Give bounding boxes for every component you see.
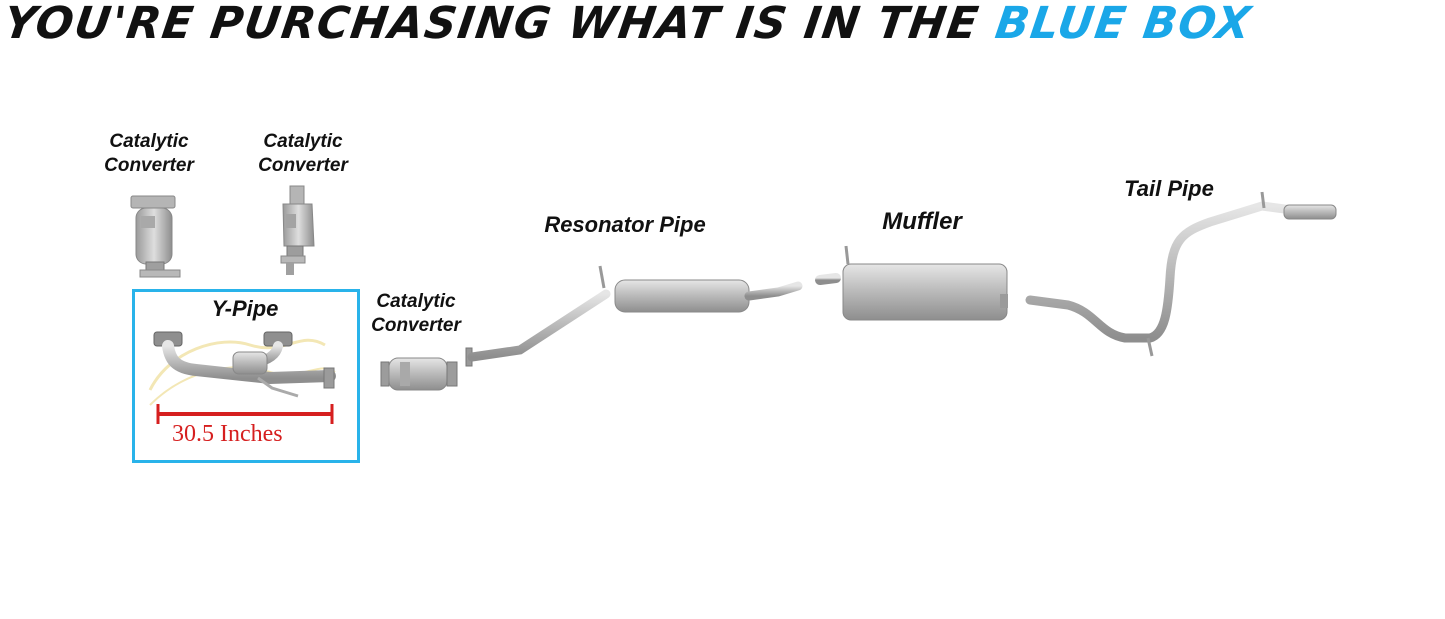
catalytic-converter-2-image [280,185,315,275]
tail-pipe-image [1025,191,1337,357]
catalytic-converter-1-label: Catalytic Converter [92,130,206,178]
tail-pipe-label: Tail Pipe [1124,176,1214,201]
resonator-pipe-label: Resonator Pipe [544,212,706,237]
catalytic-converter-2-line2: Converter [258,155,348,176]
y-pipe-image [148,331,336,406]
catalytic-converter-3-label: Catalytic Converter [359,290,473,338]
measurement-label: 30.5 Inches [172,421,283,447]
catalytic-converter-3-line1: Catalytic [376,291,456,312]
catalytic-converter-3-image [380,357,458,391]
catalytic-converter-1-line1: Catalytic [109,131,189,152]
catalytic-converter-1-line2: Converter [104,155,194,176]
muffler-label: Muffler [882,208,962,235]
muffler-image [815,245,1008,321]
catalytic-converter-3-line2: Converter [371,315,461,336]
catalytic-converter-2-line1: Catalytic [263,131,343,152]
catalytic-converter-2-label: Catalytic Converter [246,130,360,178]
y-pipe-label: Y-Pipe [211,296,279,321]
blue-box [132,289,360,463]
resonator-pipe-image [465,265,803,367]
catalytic-converter-1-image [130,195,181,278]
measurement-bar [156,404,334,424]
